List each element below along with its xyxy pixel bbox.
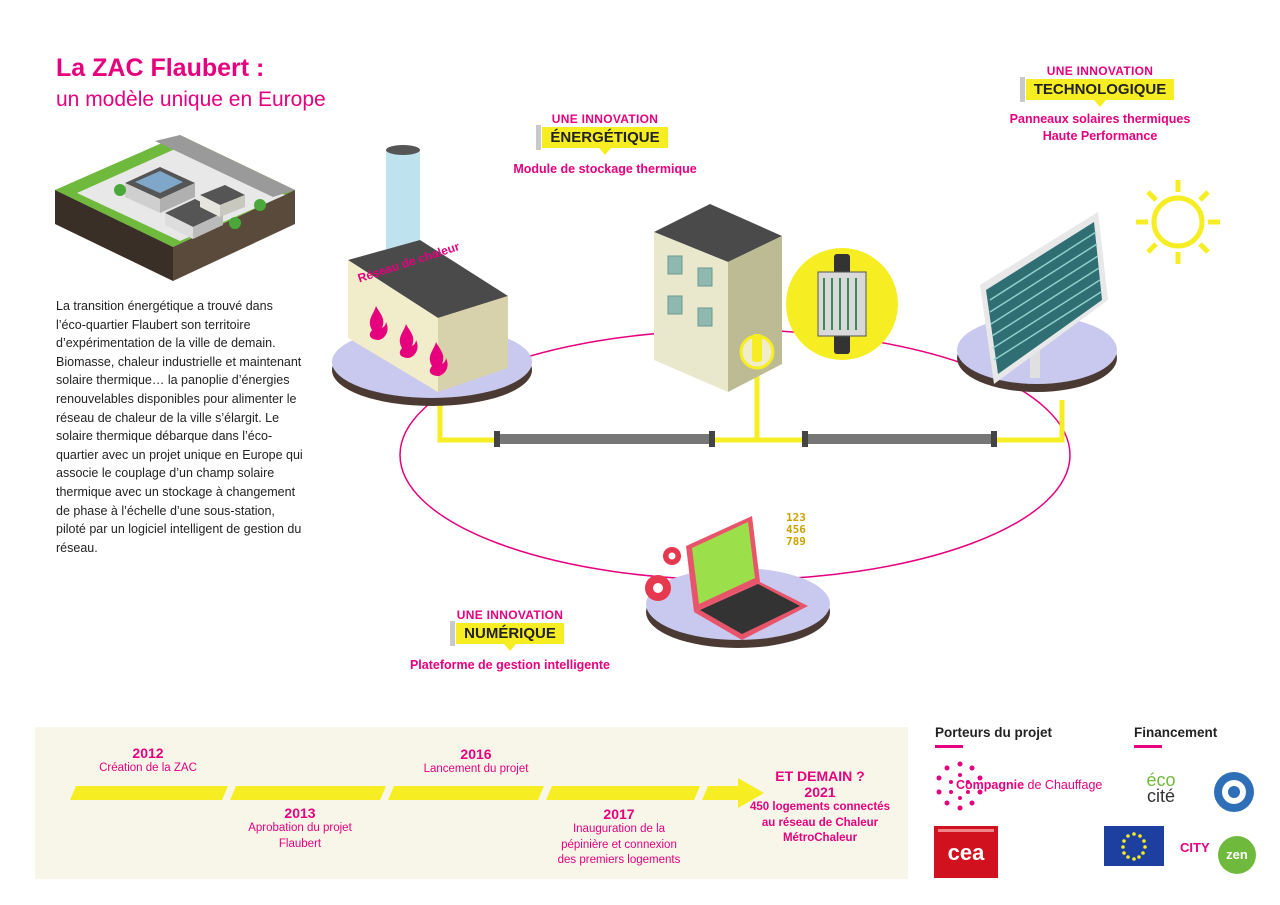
- cdc-logo-icon: [936, 761, 983, 811]
- flame-icon: [429, 342, 448, 376]
- innovation-tag: TECHNOLOGIQUE: [1019, 77, 1175, 102]
- timeline-band: [35, 727, 908, 879]
- storage-module-icon: [786, 248, 898, 360]
- building-icon: [654, 204, 782, 392]
- eu-flag-icon: [1104, 826, 1164, 866]
- connection-line: [437, 400, 1065, 443]
- ecocite-logo: éco cité: [1146, 770, 1176, 806]
- innovation-desc: Module de stockage thermique: [513, 162, 697, 176]
- innovation-desc: Panneaux solaires thermiques: [1009, 112, 1191, 126]
- pipe: [498, 434, 713, 444]
- factory-icon: [332, 145, 532, 406]
- solar-panel-icon: [957, 212, 1117, 392]
- laptop-numbers: 123 456 789: [786, 511, 806, 548]
- gear-icon: [645, 547, 681, 601]
- cdc-logo-text: Compagnie de Chauffage: [956, 778, 1103, 792]
- innovation-kicker: UNE INNOVATION: [456, 608, 564, 622]
- funding-heading: Financement: [1134, 724, 1217, 748]
- timeline-arrow: [70, 778, 764, 808]
- timeline-item-2017: 2017 Inauguration de la pépinière et con…: [557, 806, 681, 866]
- flame-icon: [399, 324, 418, 358]
- flame-icon: [369, 306, 388, 340]
- cityzen-logo-badge: zen: [1218, 836, 1256, 874]
- innovation-desc: Plateforme de gestion intelligente: [409, 658, 611, 672]
- innovation-desc: Haute Performance: [1042, 129, 1158, 143]
- timeline-item-2012: 2012 Création de la ZAC: [99, 745, 197, 774]
- page-title: La ZAC Flaubert :: [56, 54, 265, 82]
- sun-icon: [1136, 180, 1220, 264]
- innovation-technologique: UNE INNOVATION TECHNOLOGIQUE Panneaux so…: [1000, 64, 1200, 145]
- timeline-item-2013: 2013 Aprobation du projet Flaubert: [248, 805, 352, 850]
- laptop-icon: [646, 516, 830, 648]
- innovation-numerique: UNE INNOVATION NUMÉRIQUE Plateforme de g…: [400, 608, 620, 674]
- innovation-kicker: UNE INNOVATION: [1046, 64, 1154, 78]
- timeline-item-2021: ET DEMAIN ? 2021 450 logements connectés…: [750, 768, 890, 844]
- partners-heading: Porteurs du projet: [935, 724, 1052, 748]
- timeline-item-2016: 2016 Lancement du projet: [423, 746, 529, 775]
- cityzen-logo-text: CITY: [1180, 840, 1210, 855]
- investissements-avenir-logo-icon: [1214, 772, 1254, 812]
- city-block-illustration: [55, 135, 295, 281]
- pipe: [805, 434, 995, 444]
- intro-paragraph: La transition énergétique a trouvé dans …: [56, 299, 303, 555]
- innovation-energetique: UNE INNOVATION ÉNERGÉTIQUE Module de sto…: [510, 112, 700, 178]
- innovation-tag: NUMÉRIQUE: [450, 621, 564, 646]
- cea-logo: cea: [934, 826, 998, 878]
- innovation-tag: ÉNERGÉTIQUE: [536, 125, 668, 150]
- page-subtitle: un modèle unique en Europe: [56, 88, 326, 111]
- innovation-kicker: UNE INNOVATION: [551, 112, 659, 126]
